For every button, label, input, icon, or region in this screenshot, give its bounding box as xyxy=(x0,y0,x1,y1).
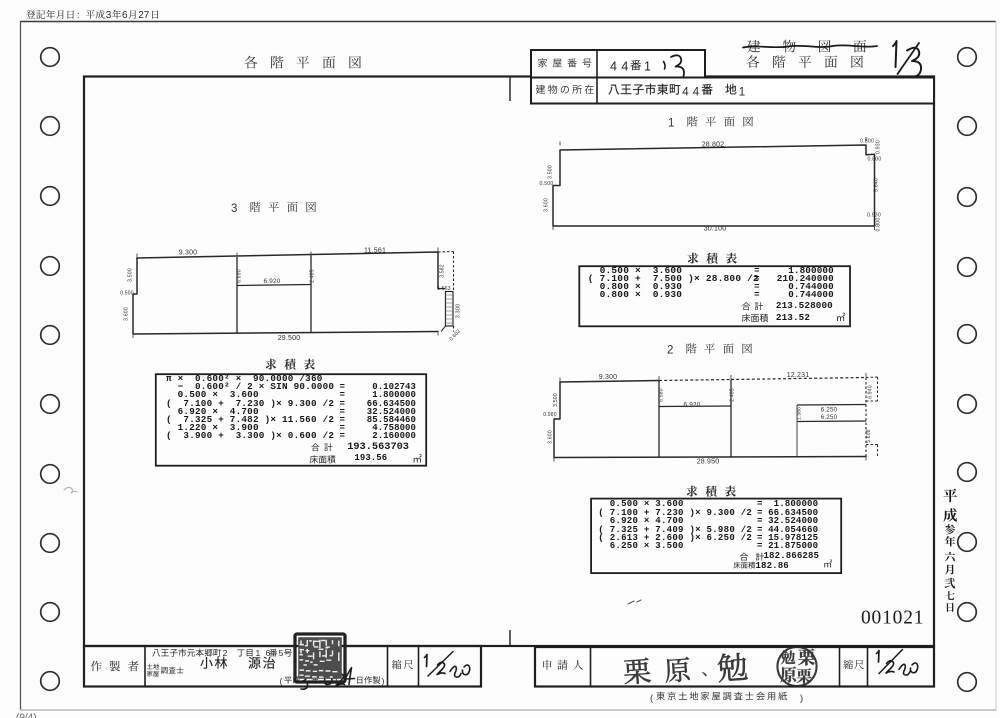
svg-text:3.500: 3.500 xyxy=(548,165,554,179)
svg-text:1.563: 1.563 xyxy=(437,286,451,292)
svg-text:5.608: 5.608 xyxy=(866,429,872,443)
svg-text:1: 1 xyxy=(668,117,674,129)
svg-text:28.950: 28.950 xyxy=(697,459,720,466)
svg-text:9.300: 9.300 xyxy=(179,250,198,257)
svg-text:12.231: 12.231 xyxy=(787,372,810,379)
svg-text:4 4: 4 4 xyxy=(682,86,700,98)
svg-text:001021: 001021 xyxy=(861,608,924,629)
svg-text:5.640: 5.640 xyxy=(874,178,880,192)
svg-text:0.800: 0.800 xyxy=(860,139,874,145)
svg-text::: : xyxy=(77,10,80,21)
svg-text:9.300: 9.300 xyxy=(599,374,618,381)
svg-text:3.500: 3.500 xyxy=(553,393,559,407)
svg-text:6.920: 6.920 xyxy=(684,401,701,408)
svg-text:2: 2 xyxy=(223,648,228,658)
svg-text:3.600: 3.600 xyxy=(544,198,550,212)
svg-text:6.940: 6.940 xyxy=(868,385,874,399)
svg-text:2: 2 xyxy=(667,344,673,356)
svg-text:(: ( xyxy=(280,676,283,686)
svg-text:29.500: 29.500 xyxy=(278,335,301,342)
svg-text:11.561: 11.561 xyxy=(364,248,386,255)
svg-text:6.580: 6.580 xyxy=(659,388,665,402)
svg-text:2.485: 2.485 xyxy=(730,388,736,402)
svg-text:3.582: 3.582 xyxy=(440,264,446,278)
svg-text:0.980: 0.980 xyxy=(543,412,557,418)
svg-text:0.500: 0.500 xyxy=(540,181,554,187)
svg-text:(9/4): (9/4) xyxy=(16,713,37,718)
svg-text:6: 6 xyxy=(122,10,128,21)
svg-text:3.600: 3.600 xyxy=(548,430,554,444)
svg-text:6.690: 6.690 xyxy=(237,269,243,283)
svg-text:0.500: 0.500 xyxy=(120,291,134,297)
svg-text:3: 3 xyxy=(231,203,237,215)
svg-text:3.500: 3.500 xyxy=(128,268,134,282)
svg-text:6.250: 6.250 xyxy=(821,414,838,421)
svg-text:2.485: 2.485 xyxy=(310,269,316,283)
svg-text:): ) xyxy=(800,693,803,704)
svg-text:6.250: 6.250 xyxy=(821,407,838,414)
svg-text:27: 27 xyxy=(138,10,150,21)
svg-text:1: 1 xyxy=(739,86,745,98)
svg-text:4 4: 4 4 xyxy=(610,60,629,74)
svg-text:): ) xyxy=(382,676,385,686)
svg-text:1 6: 1 6 xyxy=(256,648,272,658)
svg-text:0.800: 0.800 xyxy=(868,157,882,163)
svg-text:3.600: 3.600 xyxy=(124,307,130,321)
svg-text:3.300: 3.300 xyxy=(456,304,462,319)
svg-text:5: 5 xyxy=(279,648,284,658)
svg-text:0.930: 0.930 xyxy=(876,140,882,154)
svg-text:3: 3 xyxy=(106,10,112,21)
svg-text:0.930: 0.930 xyxy=(867,213,881,219)
svg-text:6.920: 6.920 xyxy=(264,278,281,285)
svg-text:0.602: 0.602 xyxy=(449,328,463,342)
svg-text:28.802: 28.802 xyxy=(702,142,725,149)
svg-text:30.100: 30.100 xyxy=(704,226,727,233)
svg-text:1.380: 1.380 xyxy=(797,407,803,420)
svg-text:1: 1 xyxy=(644,60,651,74)
svg-text:0.800: 0.800 xyxy=(876,218,882,232)
svg-text:(: ( xyxy=(650,693,654,704)
